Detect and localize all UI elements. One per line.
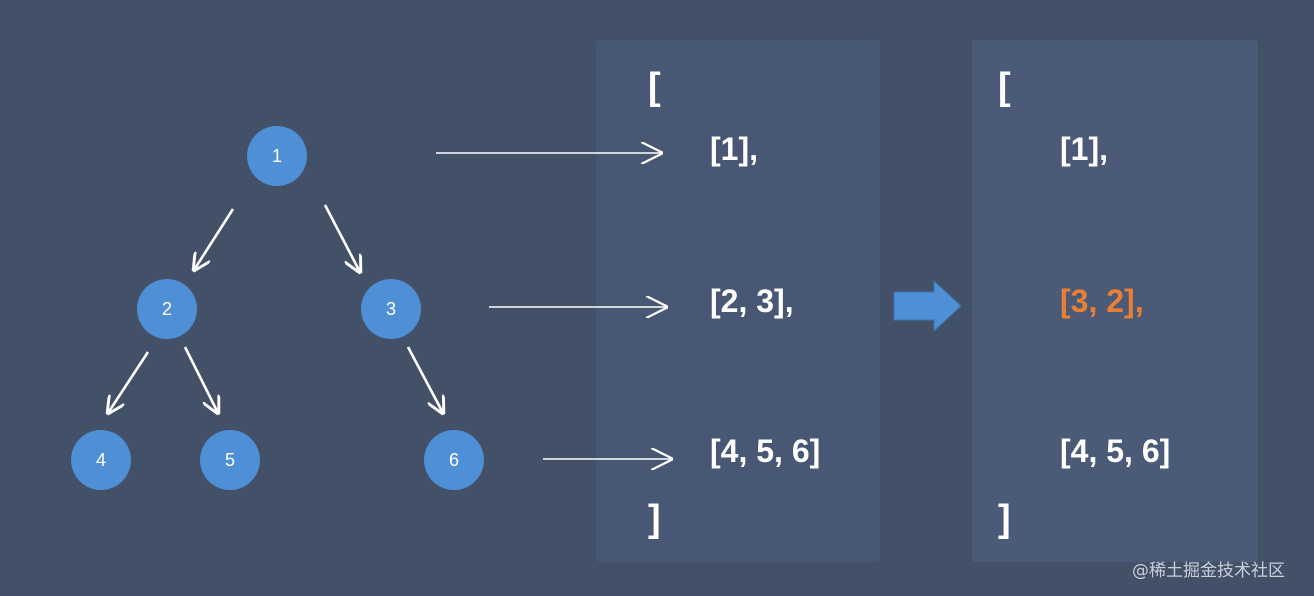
edge-1-3 <box>323 204 360 272</box>
zigzag-row-1: [1], <box>1060 131 1108 167</box>
tree-node-2: 2 <box>137 279 197 339</box>
edge-2-5 <box>183 346 218 413</box>
svg-text:5: 5 <box>225 450 235 470</box>
tree-node-1: 1 <box>247 126 307 186</box>
levels-close-bracket: ] <box>648 498 661 540</box>
zigzag-panel <box>972 40 1258 562</box>
tree-node-4: 4 <box>71 430 131 490</box>
edge-3-6 <box>406 346 443 413</box>
levels-row-1: [1], <box>710 131 758 167</box>
svg-text:6: 6 <box>449 450 459 470</box>
zigzag-row-2-highlight: [3, 2], <box>1060 283 1144 319</box>
zigzag-open-bracket: [ <box>998 66 1011 108</box>
levels-row-2: [2, 3], <box>710 283 794 319</box>
edge-2-4 <box>108 351 150 413</box>
svg-text:1: 1 <box>272 146 282 166</box>
svg-text:4: 4 <box>96 450 106 470</box>
edge-1-2 <box>194 208 235 270</box>
transform-arrow-icon <box>893 279 962 333</box>
levels-open-bracket: [ <box>648 66 661 108</box>
zigzag-close-bracket: ] <box>998 498 1011 540</box>
levels-panel <box>596 40 880 562</box>
tree-node-3: 3 <box>361 279 421 339</box>
levels-row-3: [4, 5, 6] <box>710 433 821 469</box>
zigzag-row-3: [4, 5, 6] <box>1060 433 1171 469</box>
watermark: @稀土掘金技术社区 <box>1132 561 1285 581</box>
svg-text:2: 2 <box>162 299 172 319</box>
tree-node-5: 5 <box>200 430 260 490</box>
svg-text:3: 3 <box>386 299 396 319</box>
tree-node-6: 6 <box>424 430 484 490</box>
